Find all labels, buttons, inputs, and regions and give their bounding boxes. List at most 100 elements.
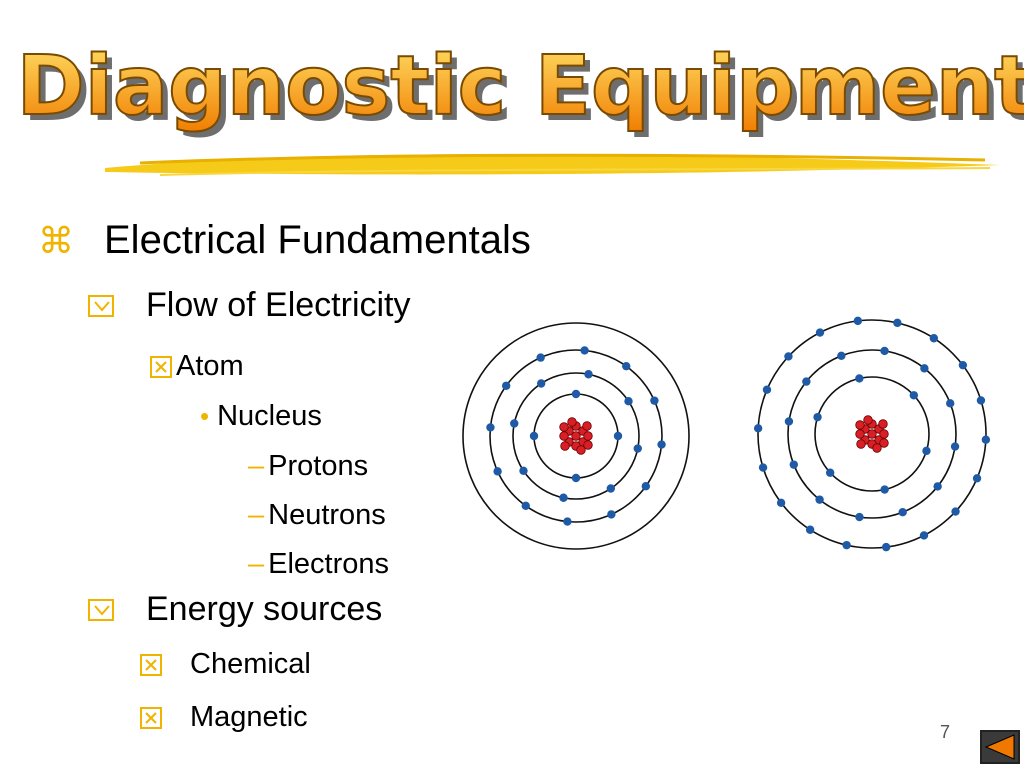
bullet-electrons: – Electrons (248, 548, 390, 580)
atom-left-electron (607, 510, 616, 519)
atom-left-electron (521, 501, 530, 511)
atom-left-electron (559, 493, 568, 502)
title-underline-brush (105, 153, 1000, 176)
atom-left-nucleon (560, 441, 570, 451)
atom-right-nucleon (855, 429, 865, 439)
atom-right-electron (972, 474, 982, 483)
atom-left-nucleon (559, 431, 569, 441)
atom-right-electron (784, 352, 793, 361)
atom-right-electron (933, 482, 942, 491)
atom-right-electron (929, 334, 939, 343)
atom-right-nucleon (863, 415, 873, 425)
atom-left-nucleon (571, 431, 581, 441)
atom-right-nucleon (867, 429, 877, 439)
atom-right-electron (880, 485, 889, 494)
atom-right-electron (753, 424, 763, 433)
atom-right-electron (909, 391, 919, 400)
atom-right-electron (981, 435, 991, 444)
bullet-energy-sources: Energy sources (88, 590, 382, 629)
atom-left-electron (580, 346, 589, 355)
atom-right-nucleon (879, 429, 889, 439)
bullet-electrical-fundamentals: ⌘ Electrical Fundamentals (38, 218, 531, 262)
dash-bullet-icon: – (248, 548, 265, 580)
dot-bullet-icon: • (200, 401, 210, 431)
atom-left-nucleon (582, 421, 592, 431)
atom-right-orbit (757, 319, 987, 549)
atom-right-electron (919, 531, 929, 540)
x-box-icon (140, 653, 162, 676)
atom-right-electron (881, 542, 891, 552)
check-box-icon (88, 294, 114, 317)
atom-right-nucleon (879, 438, 889, 448)
bullet-neutrons: – Neutrons (248, 499, 386, 531)
atom-right-orbit (787, 349, 957, 519)
atom-left-electron (606, 484, 616, 493)
x-box-icon (150, 355, 172, 378)
atom-left-electron (571, 473, 581, 483)
atom-left-nucleon (583, 440, 593, 450)
atom-left-nucleon (567, 417, 577, 427)
atom-left-electron (486, 423, 495, 432)
title-text: Diagnostic Equipment (17, 39, 1024, 134)
svg-text:Diagnostic Equipment: Diagnostic Equipment (23, 45, 1024, 140)
atom-left-nucleon (583, 431, 593, 441)
atom-left-electron (657, 440, 666, 449)
atom-left-electron (571, 389, 581, 399)
atom-left-electron (633, 444, 642, 453)
atom-right-electron (880, 346, 889, 356)
atom-right-electron (813, 412, 822, 422)
atom-right-electron (789, 460, 798, 469)
bullet-flow-of-electricity: Flow of Electricity (88, 286, 411, 325)
bullet-protons: – Protons (248, 450, 369, 482)
bullet-nucleus: • Nucleus (200, 400, 322, 432)
back-button[interactable] (980, 730, 1020, 764)
atom-left-nucleon (576, 445, 586, 455)
atom-left-nucleon (559, 422, 569, 432)
atom-left-electron (622, 361, 631, 371)
atom-right-nucleon (878, 419, 888, 429)
atom-left-electron (501, 381, 511, 390)
atom-right-electron (950, 442, 960, 451)
atom-right-electron (776, 498, 786, 508)
atom-left-orbit (512, 372, 640, 500)
atom-left-electron (519, 466, 528, 476)
atom-right-electron (922, 446, 931, 456)
atom-right-orbit (814, 376, 930, 492)
atom-right-nucleon (872, 443, 882, 453)
command-icon: ⌘ (38, 219, 74, 261)
atom-left-electron (641, 482, 651, 491)
atom-right-electron (805, 525, 815, 534)
atom-right-electron (893, 318, 902, 328)
atom-left-electron (584, 370, 593, 379)
atom-right-electron (946, 399, 955, 408)
atom-right-electron (802, 377, 811, 386)
atom-right-electron (825, 468, 835, 477)
bullet-atom: Atom (150, 350, 244, 383)
atom-right-electron (958, 360, 968, 370)
atom-right-nucleon (856, 439, 866, 449)
atom-right-electron (853, 316, 863, 326)
atom-right-electron (920, 364, 929, 373)
atom-left-electron (624, 396, 633, 406)
atom-left-electron (563, 517, 572, 526)
bullet-chemical: Chemical (140, 648, 311, 681)
atom-left-electron (613, 431, 623, 441)
atom-right-electron (898, 508, 907, 517)
atom-left-orbit (462, 322, 690, 550)
atom-right-electron (855, 512, 864, 522)
atom-right-electron (842, 540, 851, 550)
atom-left-electron (529, 431, 539, 441)
atom-right-electron (976, 396, 986, 405)
atom-left-electron (536, 353, 545, 362)
atom-left-electron (510, 419, 519, 428)
atom-right-electron (815, 328, 825, 337)
check-box-icon (88, 598, 114, 621)
slide-title: Diagnostic Equipment Diagnostic Equipmen… (16, 38, 1024, 140)
atom-right-electron (855, 374, 864, 383)
atom-right-electron (837, 351, 846, 360)
atom-left-electron (536, 379, 546, 388)
atom-right-electron (951, 507, 960, 516)
atom-right-electron (758, 463, 768, 472)
x-box-icon (140, 706, 162, 729)
